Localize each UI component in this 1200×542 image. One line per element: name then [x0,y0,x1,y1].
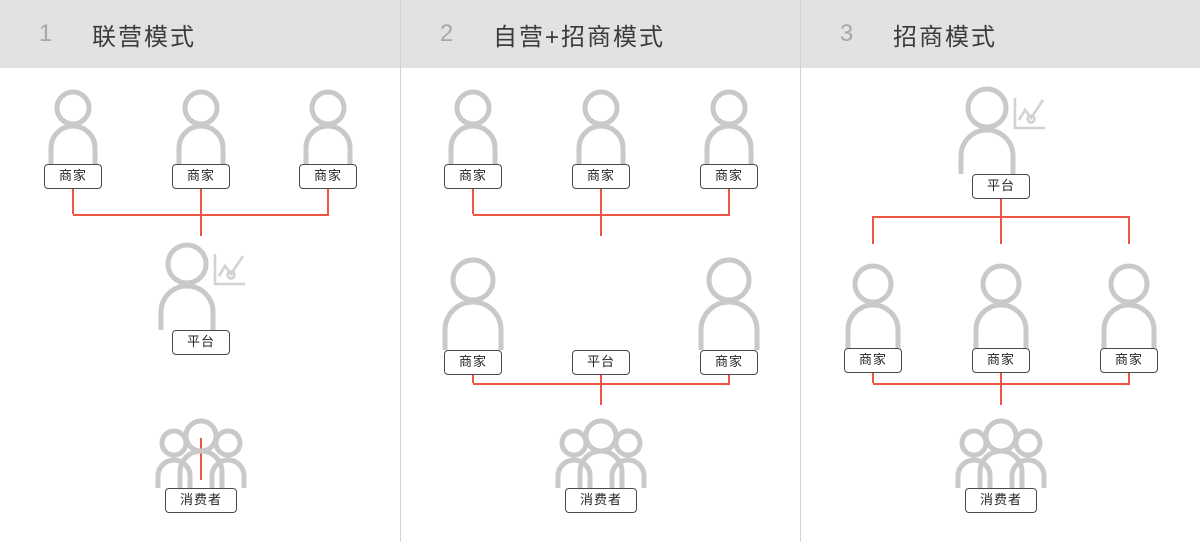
panel-header: 3 招商模式 [801,0,1200,68]
node-label: 消费者 [164,488,237,513]
node-label: 商家 [444,350,502,375]
node-consumer[interactable]: 消费者 [146,416,256,513]
person-icon [818,258,928,348]
person-with-chart-icon [146,242,256,330]
people-group-icon [146,416,256,488]
panel-index: 2 [439,20,455,47]
person-with-chart-icon [946,82,1056,174]
people-group-icon [546,416,656,488]
node-merchant[interactable]: 商家 [146,86,256,189]
node-merchant[interactable]: 商家 [674,252,784,375]
node-merchant[interactable]: 商家 [674,86,784,189]
panel-index: 1 [38,20,54,47]
person-icon [418,86,528,164]
connector-vertical [472,186,474,214]
person-icon [418,252,528,350]
panel-stage: 商家 商家 商家 [0,68,400,542]
connector-vertical [600,186,602,236]
panel-stage: 商家 商家 商家 [401,68,801,542]
person-icon [1074,258,1184,348]
node-label: 商家 [700,164,758,189]
node-platform[interactable]: 平台 [146,242,256,355]
node-consumer[interactable]: 消费者 [546,416,656,513]
node-merchant[interactable]: 商家 [273,86,383,189]
connector-vertical [1000,198,1002,226]
node-label: 消费者 [964,488,1037,513]
panel-stage: 平台 商家 商家 [801,68,1200,542]
connector-vertical [200,438,202,480]
node-label: 平台 [172,330,230,355]
panel-index: 3 [839,20,855,47]
node-label: 商家 [299,164,357,189]
node-merchant[interactable]: 商家 [418,252,528,375]
panel-自营招商模式: 2 自营+招商模式 商家 [400,0,800,542]
node-label: 消费者 [564,488,637,513]
panel-title: 自营+招商模式 [493,23,666,51]
connector-vertical [72,186,74,214]
person-icon [273,86,383,164]
connector-vertical [1000,355,1002,405]
panel-title: 招商模式 [893,23,997,51]
connector-vertical [600,355,602,405]
panel-招商模式: 3 招商模式 [800,0,1200,542]
node-platform[interactable]: 平台 [946,82,1056,199]
node-consumer[interactable]: 消费者 [946,416,1056,513]
node-label: 商家 [1100,348,1158,373]
connector-vertical [1128,216,1130,244]
connector-vertical [1000,216,1002,244]
node-label: 商家 [572,164,630,189]
person-icon [946,258,1056,348]
people-group-icon [946,416,1056,488]
panel-header: 1 联营模式 [0,0,400,68]
node-label: 平台 [572,350,630,375]
node-label: 商家 [172,164,230,189]
connector-vertical [872,216,874,244]
node-label: 商家 [700,350,758,375]
node-label: 商家 [44,164,102,189]
node-platform[interactable]: 平台 [546,252,656,375]
person-icon [546,86,656,164]
panel-title: 联营模式 [92,23,196,51]
node-merchant[interactable]: 商家 [18,86,128,189]
person-icon [674,252,784,350]
person-icon [18,86,128,164]
node-merchant[interactable]: 商家 [818,258,928,373]
connector-vertical [728,186,730,214]
person-icon [674,86,784,164]
node-label: 商家 [844,348,902,373]
node-merchant[interactable]: 商家 [546,86,656,189]
node-merchant[interactable]: 商家 [1074,258,1184,373]
connector-vertical [200,186,202,236]
node-merchant[interactable]: 商家 [418,86,528,189]
node-merchant[interactable]: 商家 [946,258,1056,373]
person-icon [146,86,256,164]
panel-联营模式: 1 联营模式 商家 [0,0,400,542]
node-label: 商家 [444,164,502,189]
connector-vertical [327,186,329,214]
panel-header: 2 自营+招商模式 [401,0,800,68]
node-label: 商家 [972,348,1030,373]
node-label: 平台 [972,174,1030,199]
